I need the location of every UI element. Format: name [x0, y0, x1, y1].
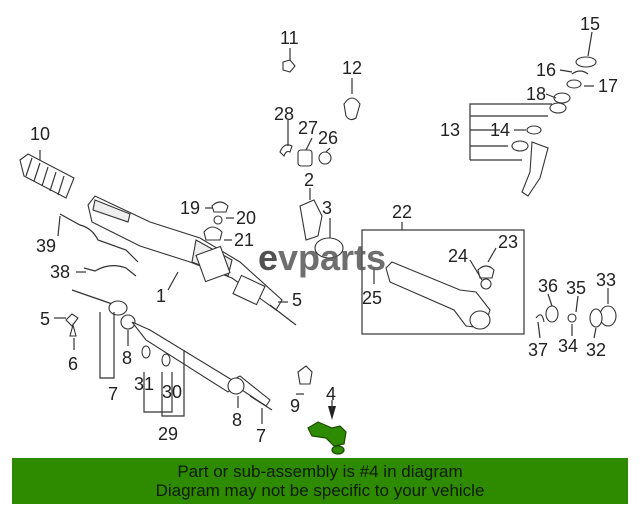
part-labels: 1 2 3 4 5 5 6 7 7 8 8 9 10 11 12 13 14 1…: [30, 14, 618, 446]
clip-31: [141, 345, 151, 359]
tube-38: [83, 265, 137, 277]
label-8: 8: [122, 348, 132, 368]
clamp-12: [343, 97, 361, 121]
label-3: 3: [322, 198, 332, 218]
nut-11: [282, 59, 296, 73]
label-31: 31: [134, 374, 154, 394]
label-30: 30: [162, 382, 182, 402]
label-20: 20: [236, 208, 256, 228]
ring-28: [279, 144, 293, 158]
pinion-shaft-parts: [511, 56, 597, 197]
grease-fitting-6: [69, 322, 77, 337]
label-7b: 7: [256, 426, 266, 446]
leader-lines: [39, 31, 609, 424]
label-39: 39: [36, 236, 56, 256]
label-5: 5: [292, 290, 302, 310]
bolt-5: [65, 313, 79, 327]
bolt-20: [213, 215, 223, 225]
label-9: 9: [290, 396, 300, 416]
label-33: 33: [596, 270, 616, 290]
label-37: 37: [528, 340, 548, 360]
label-17: 17: [598, 76, 618, 96]
label-26: 26: [318, 128, 338, 148]
clip-30: [161, 353, 171, 367]
label-6: 6: [68, 354, 78, 374]
tie-rod-upper: [71, 289, 136, 330]
label-5b: 5: [40, 309, 50, 329]
label-14: 14: [490, 120, 510, 140]
label-21: 21: [234, 230, 254, 250]
pinion-housing-2: [299, 199, 323, 241]
label-34: 34: [558, 336, 578, 356]
cap-19: [211, 201, 229, 213]
banner-line-1: Part or sub-assembly is #4 in diagram: [177, 462, 463, 481]
label-24: 24: [448, 246, 468, 266]
label-10: 10: [30, 124, 50, 144]
label-16: 16: [536, 60, 556, 80]
label-1: 1: [156, 286, 166, 306]
label-36: 36: [538, 276, 558, 296]
label-8b: 8: [232, 410, 242, 430]
label-13: 13: [440, 120, 460, 140]
cap-21: [203, 226, 223, 241]
valve-housing-part: [385, 261, 495, 330]
label-12: 12: [342, 58, 362, 78]
label-28: 28: [274, 104, 294, 124]
bushing-9: [297, 365, 313, 385]
right-small-parts: [535, 305, 617, 328]
watermark-mark: e: [258, 237, 278, 278]
info-banner: Part or sub-assembly is #4 in diagram Di…: [12, 458, 628, 504]
watermark-text: vparts: [278, 237, 386, 278]
label-7: 7: [108, 384, 118, 404]
arrow-4: [328, 406, 336, 420]
label-32: 32: [586, 340, 606, 360]
boot-part: [19, 153, 75, 199]
bushing-27: [297, 149, 313, 167]
label-4: 4: [326, 384, 336, 404]
tie-rod-lower: [131, 321, 273, 411]
label-29: 29: [158, 424, 178, 444]
tie-rod-end-highlighted: [307, 421, 347, 455]
label-22: 22: [392, 202, 412, 222]
label-23: 23: [498, 232, 518, 252]
sub-assembly-box-22: [361, 229, 525, 335]
label-25: 25: [362, 288, 382, 308]
label-27: 27: [298, 118, 318, 138]
label-11: 11: [280, 28, 299, 48]
seal-26: [318, 151, 332, 165]
label-2: 2: [304, 170, 314, 190]
label-19: 19: [180, 198, 200, 218]
label-38: 38: [50, 262, 70, 282]
steering-rack-part: [87, 195, 297, 326]
ring-3: [314, 237, 344, 259]
label-15: 15: [580, 14, 600, 34]
tube-39: [59, 213, 139, 263]
label-18: 18: [526, 84, 546, 104]
vparts-watermark: e vparts: [258, 237, 386, 278]
label-35: 35: [566, 278, 586, 298]
banner-line-2: Diagram may not be specific to your vehi…: [155, 481, 485, 500]
